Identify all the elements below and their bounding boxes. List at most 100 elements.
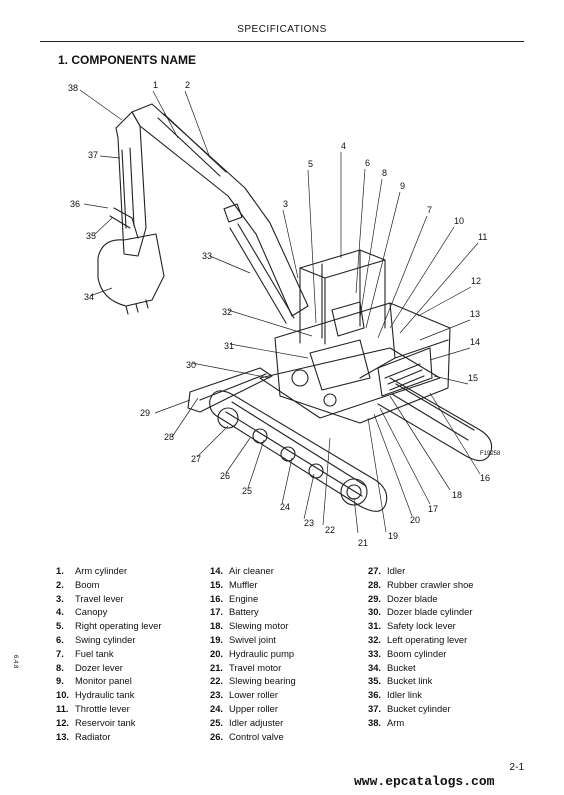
legend-label: Idler link xyxy=(387,689,422,701)
callout-label: 5 xyxy=(308,159,313,169)
callout-label: 3 xyxy=(283,199,288,209)
callout-label: 1 xyxy=(153,80,158,90)
callout-label: 10 xyxy=(454,216,464,226)
legend-label: Fuel tank xyxy=(75,647,114,659)
callout-label: 35 xyxy=(86,231,96,241)
callout-label: 31 xyxy=(224,341,234,351)
legend-label: Swing cylinder xyxy=(75,633,136,645)
legend-label: Hydraulic pump xyxy=(229,647,295,659)
legend-item: 17.Battery xyxy=(210,605,360,619)
legend-number: 7. xyxy=(56,647,64,659)
legend-label: Air cleaner xyxy=(229,565,274,576)
callout-label: 4 xyxy=(341,141,346,151)
legend-label: Engine xyxy=(229,592,259,604)
legend-number: 31. xyxy=(368,620,382,632)
callout-label: 17 xyxy=(428,504,438,514)
legend-item: 18.Slewing motor xyxy=(210,619,360,633)
callout-label: 22 xyxy=(325,525,335,535)
callout-label: 26 xyxy=(220,471,230,481)
legend-label: Travel lever xyxy=(75,592,124,604)
legend-item: 22. Slewing bearing xyxy=(210,674,360,688)
arm-cylinder xyxy=(157,113,227,177)
legend-item: 3.Travel lever xyxy=(56,592,206,606)
callout-label: 27 xyxy=(191,454,201,464)
legend-item: 30.Dozer blade cylinder xyxy=(368,605,518,619)
legend-label: Bucket xyxy=(387,661,416,673)
legend-item: 33.Boom cylinder xyxy=(368,647,518,661)
legend-number: 8. xyxy=(56,661,64,673)
legend-number: 28. xyxy=(368,578,382,590)
callout-label: 20 xyxy=(410,515,420,525)
legend-number: 6. xyxy=(56,633,64,645)
legend-item: 12.Reservoir tank xyxy=(56,716,206,730)
legend-item: 10.Hydraulic tank xyxy=(56,688,206,702)
legend-item: 21.Travel motor xyxy=(210,661,360,675)
legend-label: Boom xyxy=(75,578,100,590)
legend-label: Battery xyxy=(229,606,259,618)
legend-number: 33. xyxy=(368,647,382,659)
legend-label: Arm cylinder xyxy=(75,565,128,576)
callout-label: 19 xyxy=(388,531,398,541)
section-title: 1. COMPONENTS NAME xyxy=(58,53,197,67)
legend-label: Dozer lever xyxy=(75,661,123,673)
bucket-cylinder xyxy=(121,147,135,229)
legend-item: 15.Muffler xyxy=(210,578,360,592)
header-rule xyxy=(40,41,524,42)
callout-label: 9 xyxy=(400,181,405,191)
legend-item: 37. Bucket cylinder xyxy=(368,702,518,716)
legend-label: Safety lock lever xyxy=(387,620,456,632)
callout-label: 7 xyxy=(427,205,432,215)
legend-item: 16.Engine xyxy=(210,592,360,606)
legend-number: 2. xyxy=(56,578,64,590)
legend-label: Bucket cylinder xyxy=(387,702,451,714)
crawler-track-front xyxy=(209,390,388,512)
legend-label: Dozer blade xyxy=(387,592,438,604)
legend-label: Canopy xyxy=(75,606,108,618)
idler-wheel xyxy=(217,407,239,429)
legend-number: 12. xyxy=(56,716,70,728)
legend-number: 34. xyxy=(368,661,382,673)
callout-label: 36 xyxy=(70,199,80,209)
callout-label: 6 xyxy=(365,158,370,168)
legend-item: 36.Idler link xyxy=(368,688,518,702)
legend-label: Hydraulic tank xyxy=(75,689,135,701)
legend-number: 37. xyxy=(368,702,382,714)
legend-item: 1.Arm cylinder xyxy=(56,564,206,578)
legend-item: 2. Boom xyxy=(56,578,206,592)
callout-label: 24 xyxy=(280,502,290,512)
boom-cylinder xyxy=(229,223,295,324)
legend-item: 11.Throttle lever xyxy=(56,702,206,716)
callout-label: 34 xyxy=(84,292,94,302)
legend-item: 6. Swing cylinder xyxy=(56,633,206,647)
legend-item: 20.Hydraulic pump xyxy=(210,647,360,661)
callout-label: 33 xyxy=(202,251,212,261)
legend-number: 22. xyxy=(210,675,224,687)
legend-label: Lower roller xyxy=(229,689,278,701)
figure-code: F19258 xyxy=(480,451,501,457)
legend-item: 4. Canopy xyxy=(56,605,206,619)
legend-item: 14.Air cleaner xyxy=(210,564,360,578)
boom xyxy=(131,103,309,317)
legend-item: 23.Lower roller xyxy=(210,688,360,702)
legend-item: 29.Dozer blade xyxy=(368,592,518,606)
callout-label: 13 xyxy=(470,309,480,319)
legend-label: Idler xyxy=(387,565,406,576)
legend-item: 24.Upper roller xyxy=(210,702,360,716)
legend-item: 5.Right operating lever xyxy=(56,619,206,633)
dozer-blade xyxy=(187,367,273,413)
legend-label: Slewing bearing xyxy=(229,675,296,687)
legend-item: 19.Swivel joint xyxy=(210,633,360,647)
legend-item: 7. Fuel tank xyxy=(56,647,206,661)
legend-number: 21. xyxy=(210,661,224,673)
legend-number: 15. xyxy=(210,578,224,590)
legend-item: 35.Bucket link xyxy=(368,674,518,688)
page-header-title: SPECIFICATIONS xyxy=(237,24,327,35)
legend-number: 4. xyxy=(56,606,64,618)
callout-label: 8 xyxy=(382,168,387,178)
callout-label: 30 xyxy=(186,360,196,370)
watermark: www.epcatalogs.com xyxy=(354,774,495,789)
legend-number: 32. xyxy=(368,633,382,645)
legend-label: Left operating lever xyxy=(387,633,468,645)
